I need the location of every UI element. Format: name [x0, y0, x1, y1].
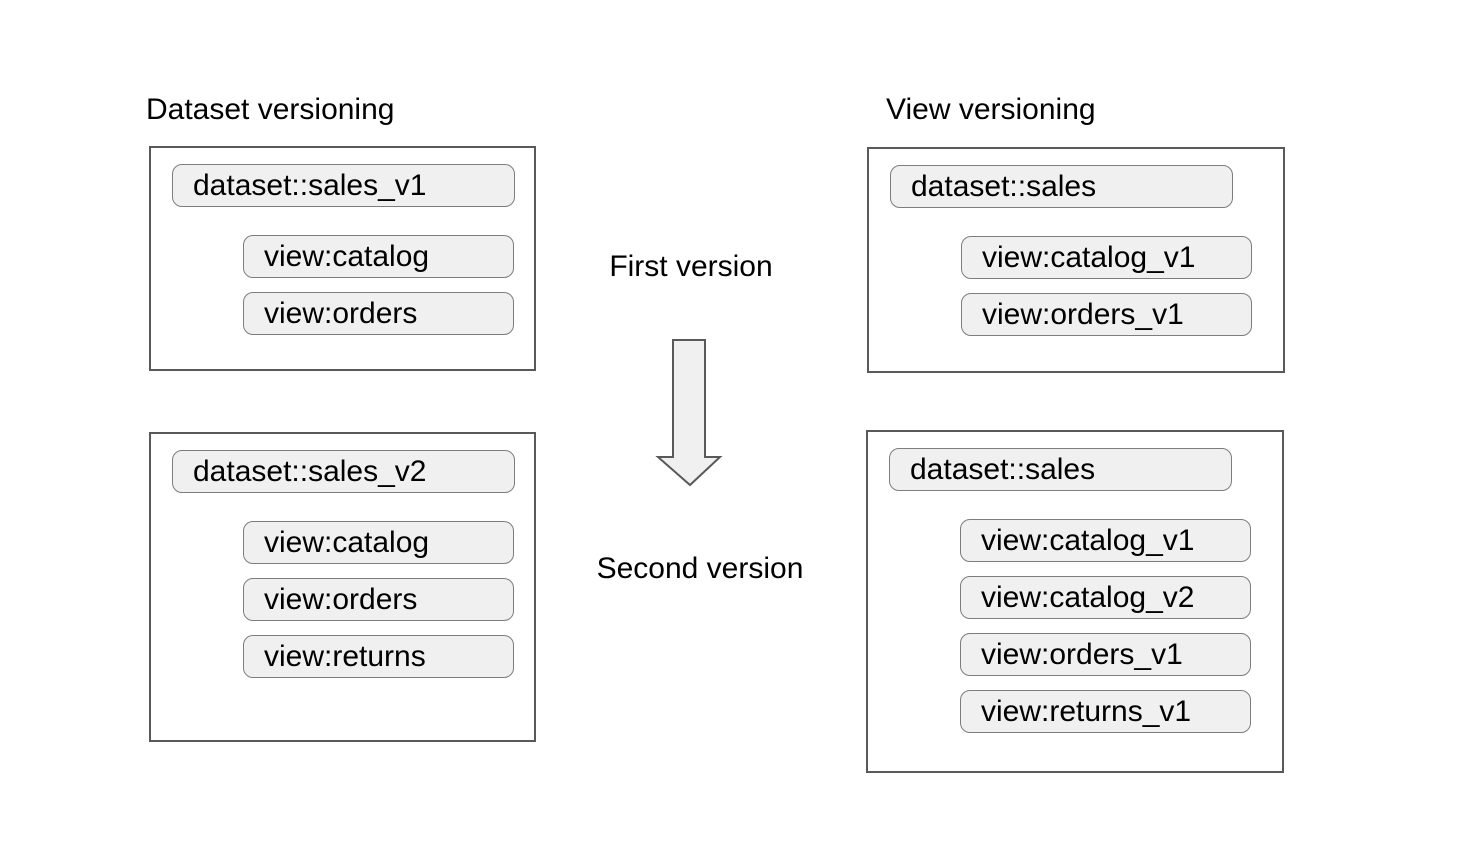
down-arrow-icon: [650, 333, 730, 493]
view-pill: view:catalog: [243, 521, 514, 564]
dataset-pill: dataset::sales_v2: [172, 450, 515, 493]
view-pill: view:catalog_v1: [960, 519, 1251, 562]
second-version-label: Second version: [596, 552, 804, 585]
view-pill: view:orders: [243, 292, 514, 335]
view-versioning-first-version-box: dataset::sales view:catalog_v1 view:orde…: [867, 147, 1285, 373]
dataset-versioning-title: Dataset versioning: [146, 93, 395, 126]
view-pill: view:catalog: [243, 235, 514, 278]
view-pill: view:orders: [243, 578, 514, 621]
dataset-pill: dataset::sales: [890, 165, 1233, 208]
view-versioning-second-version-box: dataset::sales view:catalog_v1 view:cata…: [866, 430, 1284, 773]
dataset-versioning-second-version-box: dataset::sales_v2 view:catalog view:orde…: [149, 432, 536, 742]
dataset-pill: dataset::sales_v1: [172, 164, 515, 207]
view-pill: view:orders_v1: [960, 633, 1251, 676]
view-pill: view:orders_v1: [961, 293, 1252, 336]
view-pill: view:catalog_v1: [961, 236, 1252, 279]
view-pill: view:returns_v1: [960, 690, 1251, 733]
view-pill: view:catalog_v2: [960, 576, 1251, 619]
dataset-versioning-first-version-box: dataset::sales_v1 view:catalog view:orde…: [149, 146, 536, 371]
down-arrow-shape: [655, 339, 723, 487]
first-version-label: First version: [609, 250, 773, 283]
view-pill: view:returns: [243, 635, 514, 678]
view-versioning-title: View versioning: [886, 93, 1096, 126]
dataset-pill: dataset::sales: [889, 448, 1232, 491]
